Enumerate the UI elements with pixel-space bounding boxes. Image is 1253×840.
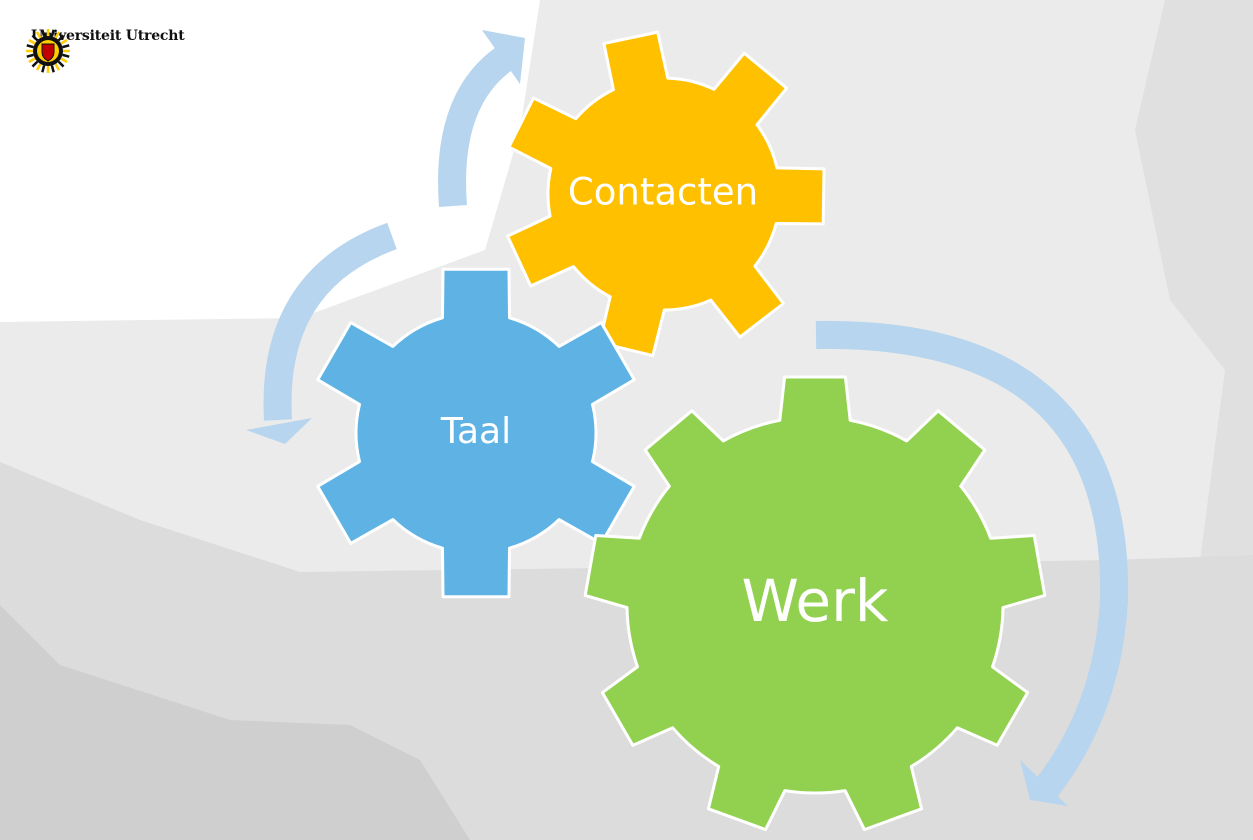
arrow-right-head — [1020, 760, 1068, 806]
arrow-up-head — [482, 30, 525, 84]
arrow-right-body — [815, 320, 1129, 799]
university-logo: Universiteit Utrecht — [25, 28, 185, 73]
gear-label-werk: Werk — [741, 567, 888, 635]
university-name: Universiteit Utrecht — [31, 28, 185, 44]
sun-seal-icon — [26, 29, 70, 73]
gear-taal — [316, 267, 636, 599]
arrow-left-body — [263, 222, 397, 421]
gear-shape-taal — [316, 267, 636, 599]
arrow-up-body — [438, 46, 514, 208]
gear-label-contacten: Contacten — [568, 171, 758, 214]
arrow-left-head — [246, 418, 312, 444]
gear-shape-werk — [583, 375, 1047, 832]
cycle-arrows — [246, 30, 1129, 806]
gear-shape-contacten — [506, 30, 826, 358]
map-region-dark — [0, 605, 470, 840]
gear-label-taal: Taal — [440, 411, 511, 452]
gear-contacten — [506, 30, 826, 358]
gear-werk — [583, 375, 1047, 832]
